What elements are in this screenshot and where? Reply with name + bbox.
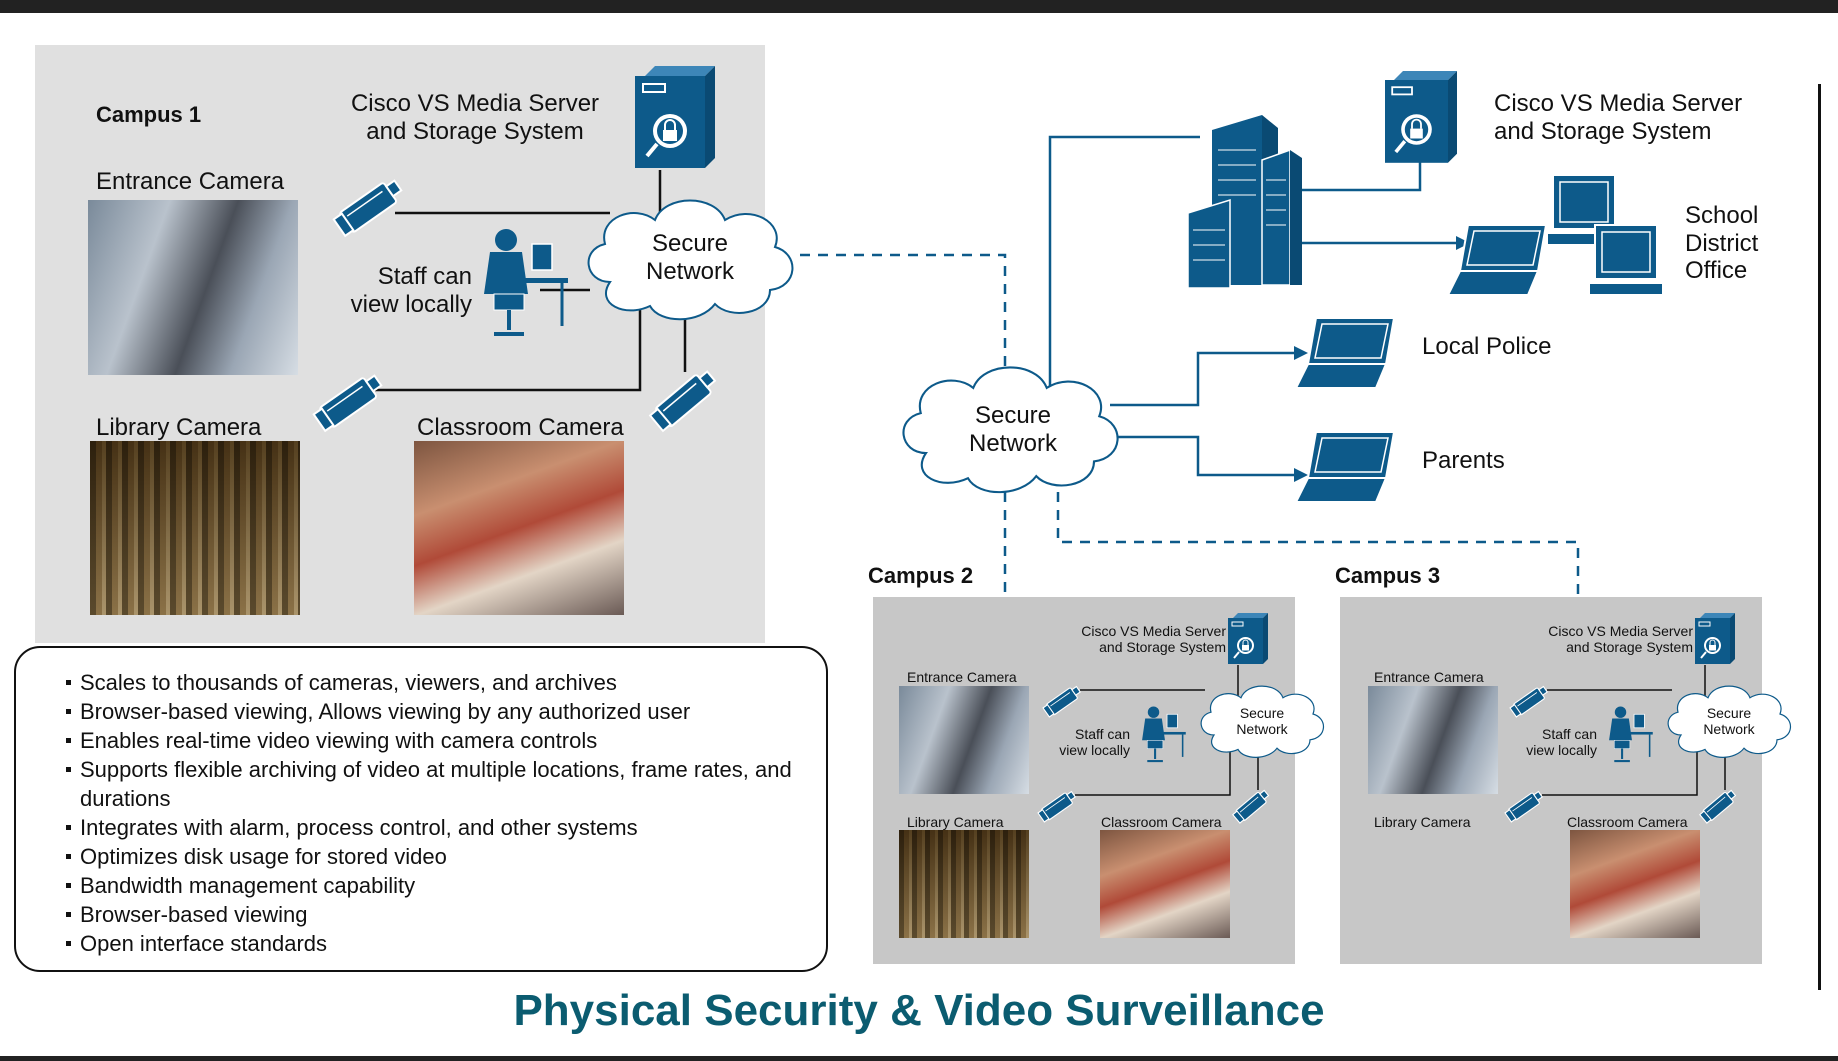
district-line: District xyxy=(1685,229,1759,257)
staff-workstation-icon xyxy=(1141,705,1187,763)
campus3-network-label: Secure Network xyxy=(1689,705,1769,737)
campus3-label: Campus 3 xyxy=(1335,563,1441,588)
feature-item: Bandwidth management capability xyxy=(66,871,820,900)
staff-line: Staff can xyxy=(1074,726,1130,742)
staff-workstation-icon xyxy=(482,227,570,336)
laptop-icon xyxy=(1295,431,1395,503)
district-office-label: School District Office xyxy=(1685,202,1758,285)
feature-item: Open interface standards xyxy=(66,929,820,958)
campus2-library-photo xyxy=(899,830,1029,938)
server-icon xyxy=(1694,612,1736,665)
network-line: Network xyxy=(1236,721,1288,738)
camera-icon xyxy=(1503,788,1545,824)
server-line: and Storage System xyxy=(1566,639,1693,656)
server-icon xyxy=(1383,69,1459,165)
feature-item: Browser-based viewing, Allows viewing by… xyxy=(66,697,820,726)
bottom-border xyxy=(0,1056,1838,1061)
network-line: Network xyxy=(645,257,735,285)
campus3-classroom-photo xyxy=(1570,830,1700,938)
campus2-label: Campus 2 xyxy=(868,563,974,588)
camera-icon xyxy=(331,175,407,239)
building-icon xyxy=(1187,115,1302,289)
parents-label: Parents xyxy=(1422,447,1505,474)
camera-icon xyxy=(1041,683,1083,719)
library-camera-label: Library Camera xyxy=(96,414,262,441)
feature-item: Browser-based viewing xyxy=(66,900,820,929)
central-server-label: Cisco VS Media Server and Storage System xyxy=(1494,90,1742,145)
staff-line: Staff can xyxy=(1541,726,1597,742)
server-line: Cisco VS Media Server xyxy=(1081,623,1226,639)
laptop-icon xyxy=(1295,317,1395,389)
server-line: Cisco VS Media Server xyxy=(1548,623,1693,639)
right-divider xyxy=(1818,84,1821,990)
network-line: Secure xyxy=(974,402,1052,429)
laptop-icon xyxy=(1447,224,1547,296)
campus1-label: Campus 1 xyxy=(96,102,202,127)
campus2-library-label: Library Camera xyxy=(907,814,1004,830)
features-list: Scales to thousands of cameras, viewers,… xyxy=(66,668,826,958)
campus2-network-label: Secure Network xyxy=(1222,705,1302,737)
campus2-entrance-photo xyxy=(899,686,1029,794)
campus1-network-label: Secure Network xyxy=(640,230,740,285)
campus3-entrance-label: Entrance Camera xyxy=(1374,669,1484,685)
district-line: Office xyxy=(1685,257,1748,285)
network-line: Network xyxy=(968,429,1058,457)
features-box: Scales to thousands of cameras, viewers,… xyxy=(14,646,828,972)
entrance-camera-photo xyxy=(88,200,298,375)
campus2-classroom-label: Classroom Camera xyxy=(1101,814,1222,830)
staff-line: view locally xyxy=(1526,742,1597,759)
classroom-camera-label: Classroom Camera xyxy=(417,414,624,441)
campus3-library-label: Library Camera xyxy=(1374,814,1471,830)
campus2-server-label: Cisco VS Media Server and Storage System xyxy=(1068,623,1226,655)
feature-item: Scales to thousands of cameras, viewers,… xyxy=(66,668,820,697)
server-line: and Storage System xyxy=(1494,117,1712,145)
network-line: Secure xyxy=(1706,705,1752,721)
camera-icon xyxy=(1698,787,1739,825)
feature-item: Supports flexible archiving of video at … xyxy=(66,755,820,813)
feature-item: Integrates with alarm, process control, … xyxy=(66,813,820,842)
staff-line: view locally xyxy=(1059,742,1130,759)
desktop-computer-icon xyxy=(1588,224,1664,296)
feature-item: Optimizes disk usage for stored video xyxy=(66,842,820,871)
camera-icon xyxy=(647,366,721,434)
entrance-camera-label: Entrance Camera xyxy=(96,168,285,195)
server-icon xyxy=(633,64,717,170)
server-line: Cisco VS Media Server xyxy=(1494,90,1743,117)
campus3-staff-label: Staff can view locally xyxy=(1517,726,1597,758)
network-line: Network xyxy=(1703,721,1755,738)
district-line: School xyxy=(1685,202,1759,229)
classroom-camera-photo xyxy=(414,441,624,615)
local-police-label: Local Police xyxy=(1422,333,1552,360)
network-line: Secure xyxy=(1239,705,1285,721)
library-camera-photo xyxy=(90,441,300,615)
central-network-label: Secure Network xyxy=(958,402,1068,457)
camera-icon xyxy=(1036,788,1078,824)
campus1-server-label: Cisco VS Media Server and Storage System xyxy=(345,90,605,145)
page-title: Physical Security & Video Surveillance xyxy=(513,986,1325,1035)
staff-line: view locally xyxy=(350,290,472,318)
server-icon xyxy=(1227,612,1269,665)
staff-line: Staff can xyxy=(377,263,472,290)
staff-workstation-icon xyxy=(1608,705,1654,763)
camera-icon xyxy=(1231,787,1272,825)
server-line: and Storage System xyxy=(366,117,584,145)
server-line: Cisco VS Media Server xyxy=(350,90,600,117)
campus3-entrance-photo xyxy=(1368,686,1498,794)
campus2-classroom-photo xyxy=(1100,830,1230,938)
campus3-server-label: Cisco VS Media Server and Storage System xyxy=(1535,623,1693,655)
campus3-classroom-label: Classroom Camera xyxy=(1567,814,1688,830)
camera-icon xyxy=(311,370,387,434)
top-border xyxy=(0,0,1838,13)
server-line: and Storage System xyxy=(1099,639,1226,656)
campus1-staff-label: Staff can view locally xyxy=(340,263,472,318)
network-line: Secure xyxy=(651,230,729,257)
camera-icon xyxy=(1508,683,1550,719)
feature-item: Enables real-time video viewing with cam… xyxy=(66,726,820,755)
campus2-entrance-label: Entrance Camera xyxy=(907,669,1017,685)
campus2-staff-label: Staff can view locally xyxy=(1050,726,1130,758)
